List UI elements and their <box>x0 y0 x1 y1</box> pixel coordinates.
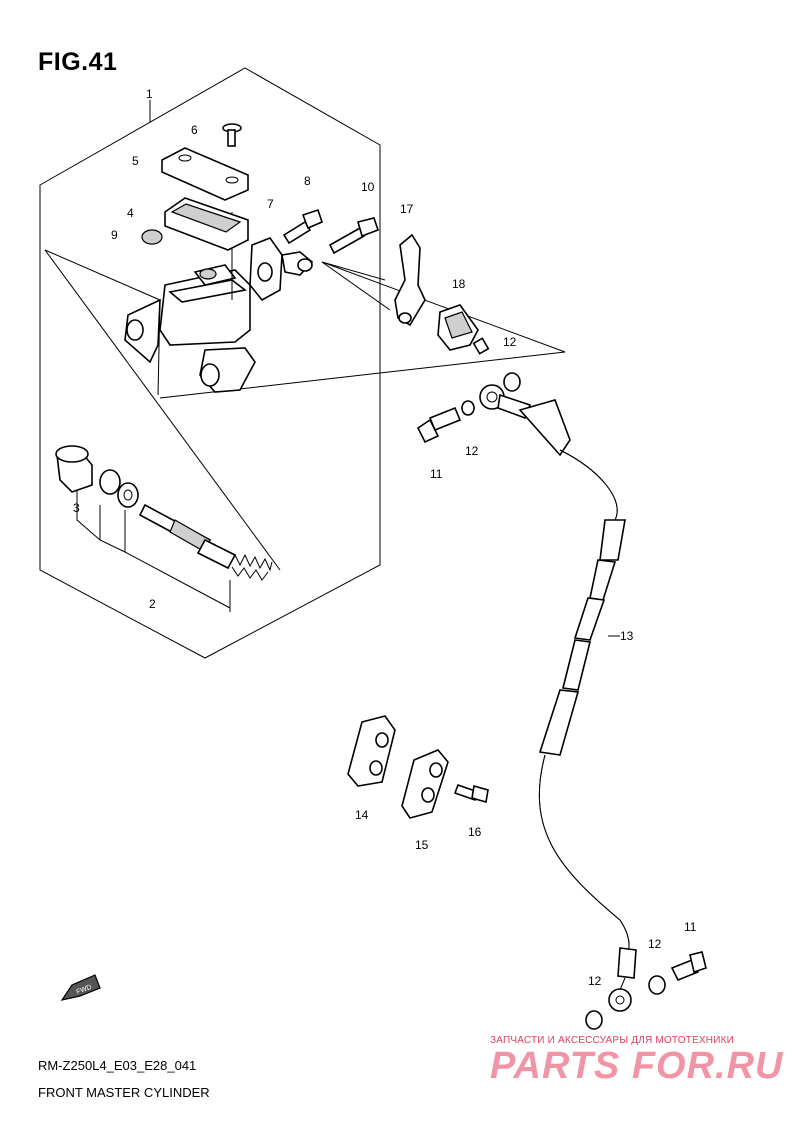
callout-12-bottom-b: 12 <box>648 937 662 951</box>
holder-bolt <box>282 208 323 245</box>
washer-hole <box>123 489 133 501</box>
washer-top-a <box>461 400 475 416</box>
fwd-arrow-icon: FWD <box>60 974 101 1001</box>
callout-8: 8 <box>304 174 311 188</box>
lever-pivot-bolt <box>328 217 380 255</box>
banjo-fitting-bottom <box>608 977 632 1012</box>
guide-line <box>321 261 386 281</box>
brake-light-switch <box>437 304 490 355</box>
callout-17: 17 <box>400 202 414 216</box>
washer-top-b <box>503 372 521 392</box>
watermark-tagline: ЗАПЧАСТИ И АКСЕССУАРЫ ДЛЯ МОТОТЕХНИКИ <box>490 1035 735 1046</box>
figure-title: FIG.41 <box>38 48 118 76</box>
callout-7: 7 <box>267 197 274 211</box>
callout-4: 4 <box>127 206 134 220</box>
callout-10: 10 <box>361 180 375 194</box>
callout-12-bottom-a: 12 <box>588 974 602 988</box>
callout-9: 9 <box>111 228 118 242</box>
callout-11-bottom: 11 <box>684 920 697 934</box>
callout-5: 5 <box>132 154 139 168</box>
callout-14: 14 <box>355 808 369 822</box>
guide-line <box>321 261 391 311</box>
callout-12-top-b: 12 <box>503 335 517 349</box>
master-cylinder-body <box>124 212 256 393</box>
watermark-brand: PARTS FOR.RU <box>490 1045 784 1087</box>
hose-clamp-b <box>401 749 449 819</box>
brake-hose <box>518 399 637 979</box>
callout-2: 2 <box>149 597 156 611</box>
banjo-bolt-top <box>416 406 462 444</box>
callout-6: 6 <box>191 123 198 137</box>
callout-12-top-a: 12 <box>465 444 479 458</box>
reservoir-cap <box>161 147 249 201</box>
piston-assembly <box>138 503 237 570</box>
diaphragm <box>164 197 249 251</box>
callout-18: 18 <box>452 277 466 291</box>
assembly-outline <box>39 67 381 659</box>
hose-clamp-a <box>347 715 396 787</box>
washer-bottom-b <box>648 975 666 995</box>
cap-screw <box>222 123 242 147</box>
guide-line <box>44 249 281 571</box>
callout-13: 13 <box>620 629 634 643</box>
washer <box>117 482 139 508</box>
clamp-bolt <box>453 783 489 804</box>
lever-holder <box>249 237 314 302</box>
piston-spring <box>231 553 273 581</box>
circlip <box>99 469 121 495</box>
callout-3: 3 <box>73 501 80 515</box>
callout-15: 15 <box>415 838 429 852</box>
model-code: RM-Z250L4_E03_E28_041 <box>38 1058 197 1073</box>
callout-1: 1 <box>146 87 153 101</box>
clutch-lever <box>394 233 426 327</box>
callout-11-top: 11 <box>430 467 443 481</box>
dust-boot <box>55 445 93 493</box>
callout-16: 16 <box>468 825 482 839</box>
diagram-caption: FRONT MASTER CYLINDER <box>38 1085 210 1100</box>
reservoir-plug <box>141 229 163 245</box>
banjo-bolt-bottom <box>670 951 707 982</box>
washer-bottom-a <box>585 1010 603 1030</box>
